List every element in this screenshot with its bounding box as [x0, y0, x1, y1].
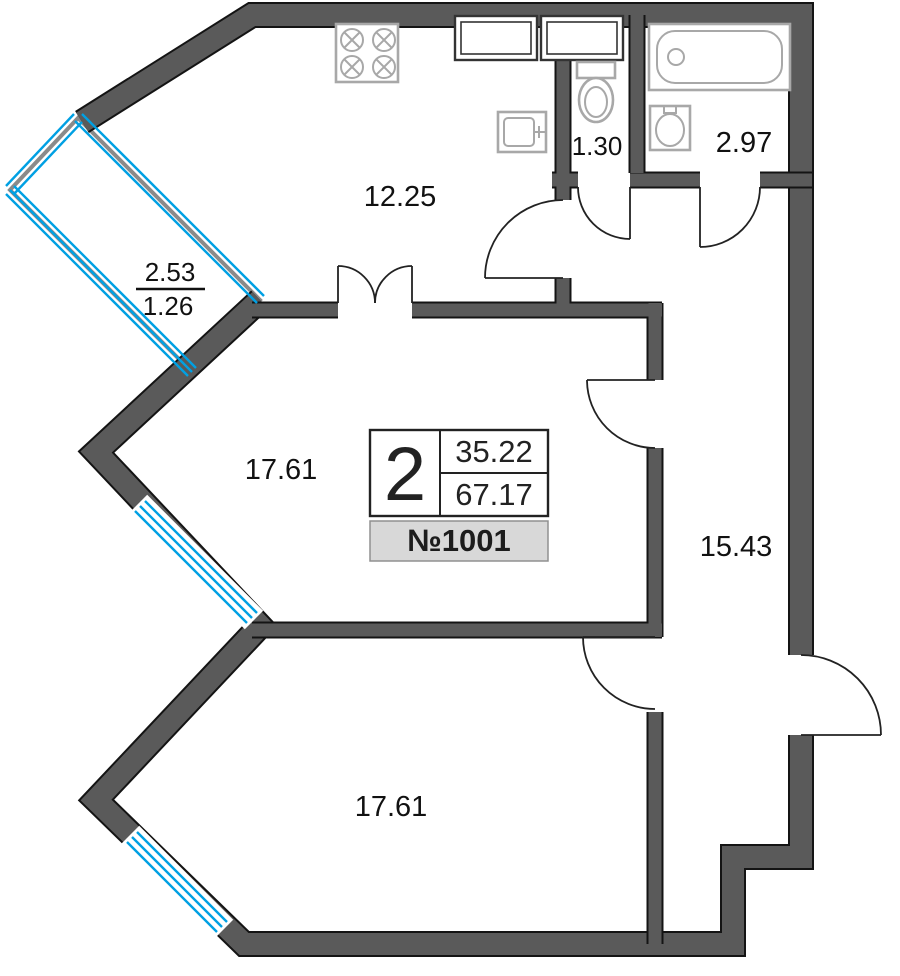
balcony-door-glazing-icon	[81, 113, 265, 297]
balcony-glazing-icon	[9, 189, 193, 373]
bathtub-icon	[647, 22, 792, 92]
balcony-door-glazing-icon	[74, 120, 258, 304]
bedroom-area-label: 17.61	[355, 791, 428, 823]
balcony-end-glazing-icon	[5, 113, 75, 187]
hall-area-label: 15.43	[700, 531, 773, 563]
bath-area-label: 2.97	[716, 127, 772, 159]
interior-wall	[252, 15, 812, 944]
balcony-glazing-icon	[5, 193, 189, 377]
bay-window-bottom-icon	[126, 841, 218, 933]
kitchen-area-label: 12.25	[364, 181, 437, 213]
living-area-label: 17.61	[245, 454, 318, 486]
balcony-glazing-icon	[13, 185, 197, 369]
room-labels: 12.25 1.30 2.97 17.61 15.43 17.61 2.53 1…	[136, 127, 772, 823]
bay-window-middle-icon	[134, 510, 248, 624]
washbasin-icon	[648, 104, 692, 152]
living-area-value: 35.22	[455, 434, 533, 469]
total-area-value: 67.17	[455, 477, 533, 512]
balcony-area-label: 2.53 1.26	[136, 257, 205, 321]
kitchen-door-icon	[484, 199, 564, 279]
bay-window-bottom-icon	[131, 836, 223, 928]
kitchen-cabinets-icon	[453, 14, 625, 62]
fixtures	[334, 14, 792, 154]
apartment-plate: 2 35.22 67.17 №1001	[368, 428, 550, 562]
balcony-reduced-area: 1.26	[143, 291, 194, 321]
rooms-count: 2	[384, 432, 426, 517]
bay-window-middle-icon	[144, 500, 258, 614]
apartment-number: №1001	[407, 523, 511, 558]
bedroom-door-icon	[582, 636, 656, 710]
toilet-door-icon	[577, 186, 631, 240]
doors	[337, 186, 882, 736]
bay-window-middle-icon	[139, 505, 253, 619]
balcony-full-area: 2.53	[145, 257, 196, 287]
bay-window-bottom-icon	[136, 831, 228, 923]
stove-icon	[334, 22, 400, 84]
entrance-door-icon	[800, 654, 882, 736]
balcony-end-glazing-icon	[13, 121, 83, 195]
kitchen-sink-icon	[496, 110, 548, 154]
living-door-icon	[586, 379, 656, 449]
toilet-icon	[575, 60, 617, 124]
windows	[5, 113, 265, 939]
apartment-number-box	[369, 520, 549, 562]
toilet-area-label: 1.30	[572, 131, 623, 161]
bathroom-door-icon	[699, 186, 761, 248]
french-doors-icon	[337, 265, 413, 304]
